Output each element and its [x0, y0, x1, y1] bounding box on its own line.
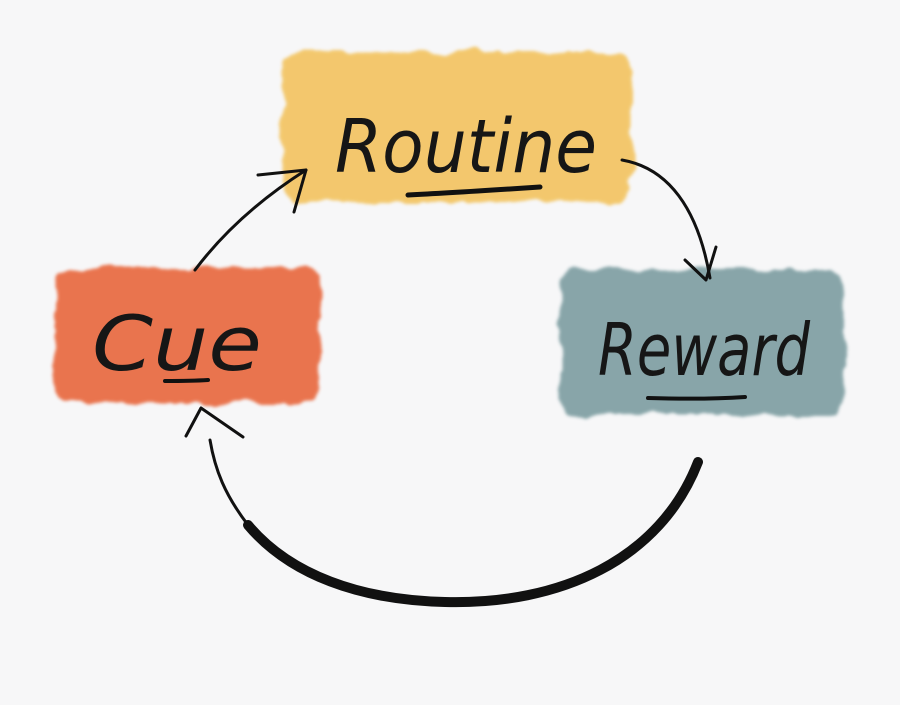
cue-swatch	[55, 268, 320, 403]
reward-node: Reward	[560, 270, 845, 415]
arrow-reward-to-cue-line-thick	[243, 457, 703, 608]
cue-underline	[163, 378, 210, 383]
cue-node: Cue	[55, 268, 320, 403]
arrow-routine-to-reward	[620, 158, 718, 282]
arrow-reward-to-cue	[184, 406, 703, 608]
arrow-routine-to-reward-head-icon	[683, 245, 718, 282]
routine-label: Routine	[335, 104, 597, 190]
cue-label: Cue	[92, 299, 262, 388]
routine-underline	[405, 184, 543, 198]
reward-swatch	[560, 270, 845, 415]
arrow-reward-to-cue-head-icon	[184, 406, 245, 439]
arrow-cue-to-routine	[193, 168, 308, 272]
routine-node: Routine	[282, 52, 632, 202]
arrow-routine-to-reward-line	[620, 158, 712, 280]
routine-swatch	[282, 52, 632, 202]
arrow-cue-to-routine-head-icon	[256, 168, 308, 214]
reward-underline	[646, 395, 747, 401]
arrow-cue-to-routine-line	[193, 168, 308, 272]
reward-label: Reward	[598, 308, 811, 392]
arrow-reward-to-cue-line-thin	[208, 438, 250, 527]
